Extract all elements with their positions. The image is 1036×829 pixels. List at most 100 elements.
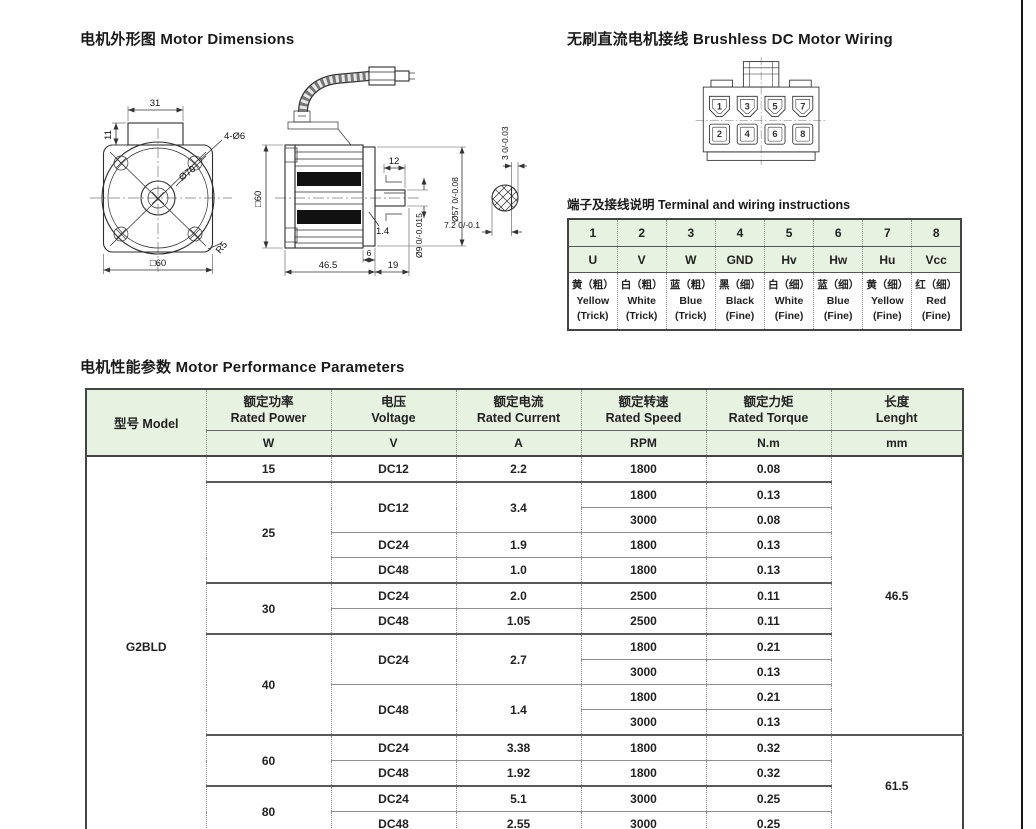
rib-band-upper bbox=[297, 172, 361, 186]
wire-color-cn: 白（粗） bbox=[620, 278, 663, 291]
cell-current: 3.38 bbox=[455, 734, 581, 761]
section-title-performance: 电机性能参数 Motor Performance Parameters bbox=[80, 359, 405, 376]
table-row: 3000 0.08 bbox=[86, 507, 963, 533]
cell-torque: 0.13 bbox=[705, 481, 831, 508]
header-voltage: 电压 Voltage bbox=[330, 389, 456, 431]
signal-cell: Hu bbox=[862, 246, 912, 273]
flange-outline bbox=[102, 144, 214, 253]
cell-speed: 1800 bbox=[580, 557, 706, 583]
unit-speed: RPM bbox=[580, 430, 706, 456]
section-title-motor-dimensions: 电机外形图 Motor Dimensions bbox=[80, 31, 295, 48]
header-cn: 电压 bbox=[380, 394, 406, 409]
wire-gauge: (Fine) bbox=[725, 309, 755, 322]
cell-length: 61.5 bbox=[830, 734, 963, 829]
cell-power: 60 bbox=[205, 734, 331, 786]
cell-torque: 0.08 bbox=[705, 507, 831, 533]
cell-speed: 1800 bbox=[580, 633, 706, 660]
cell-speed: 1800 bbox=[580, 455, 706, 482]
cell-speed: 1800 bbox=[580, 760, 706, 786]
wire-color-en: Black bbox=[725, 294, 754, 307]
cell-power: 30 bbox=[205, 582, 331, 634]
cell-voltage: DC24 bbox=[330, 633, 456, 685]
cell-voltage: DC24 bbox=[330, 532, 456, 558]
front-plate bbox=[362, 146, 376, 247]
pin-8-label: 8 bbox=[800, 129, 805, 139]
cell-speed: 3000 bbox=[580, 785, 706, 812]
terminal-instructions-label: 端子及接线说明 Terminal and wiring instructions bbox=[567, 198, 851, 212]
pin-cell: 2 bbox=[616, 219, 667, 247]
cell-current: 1.4 bbox=[455, 684, 581, 735]
connector-pin-numbers: 1 3 5 7 2 4 6 8 bbox=[717, 101, 805, 139]
cell-current: 2.2 bbox=[455, 455, 581, 482]
header-en: Rated Torque bbox=[728, 411, 809, 425]
pin-cell: 8 bbox=[911, 219, 961, 247]
cell-speed: 1800 bbox=[580, 734, 706, 761]
table-row: DC48 2.55 3000 0.25 bbox=[86, 811, 963, 829]
motor-body-circle bbox=[101, 141, 215, 255]
signal-cell: Vcc bbox=[911, 246, 961, 273]
cell-length: 46.5 bbox=[830, 455, 963, 735]
wiring-color-row: 黄（粗）Yellow(Trick) 白（粗） White (Trick) 蓝（粗）B… bbox=[568, 272, 961, 330]
cell-torque: 0.25 bbox=[705, 811, 831, 829]
unit-voltage: V bbox=[330, 430, 456, 456]
pin-3-label: 3 bbox=[745, 101, 750, 111]
cell-torque: 0.08 bbox=[705, 455, 831, 482]
wire-cell: 蓝（粗）Blue(Trick) bbox=[665, 272, 716, 330]
shaft bbox=[374, 175, 406, 221]
table-row: DC24 1.9 1800 0.13 bbox=[86, 532, 963, 558]
wire-gauge: (Fine) bbox=[921, 309, 951, 322]
wire-color-en: Red bbox=[926, 294, 947, 307]
cell-voltage: DC24 bbox=[330, 785, 456, 812]
cell-current: 1.92 bbox=[455, 760, 581, 786]
header-model: 型号 Model bbox=[86, 389, 206, 456]
dim-flat-width: 7.2 0/-0.1 bbox=[444, 220, 480, 230]
cell-current: 2.0 bbox=[455, 582, 581, 609]
cell-torque: 0.32 bbox=[705, 734, 831, 761]
wire-gauge: (Trick) bbox=[675, 309, 707, 322]
cell-power: 25 bbox=[205, 481, 331, 583]
cell-voltage: DC48 bbox=[330, 811, 456, 829]
cell-voltage: DC12 bbox=[330, 455, 456, 482]
table-row: DC48 1.92 1800 0.32 bbox=[86, 760, 963, 786]
dim-front-width: 31 bbox=[150, 98, 161, 109]
cell-current: 2.55 bbox=[455, 811, 581, 829]
cell-voltage: DC48 bbox=[330, 760, 456, 786]
dim-corner-radius: R5 bbox=[214, 240, 230, 256]
pin-1-label: 1 bbox=[717, 101, 722, 111]
motor-dimensions-drawing: 31 11 4-Ø6 Ø70 □60 R5 bbox=[90, 66, 527, 276]
cell-torque: 0.25 bbox=[705, 785, 831, 812]
connector-diagram: 1 3 5 7 2 4 6 8 bbox=[695, 57, 828, 165]
cell-torque: 0.11 bbox=[705, 582, 831, 609]
table-row: 25 DC12 3.4 1800 0.13 bbox=[86, 481, 963, 583]
wire-gauge: (Fine) bbox=[823, 309, 853, 322]
table-row: DC48 1.0 1800 0.13 bbox=[86, 557, 963, 583]
wire-cell: 黄（粗）Yellow(Trick) bbox=[568, 272, 618, 330]
header-cn: 额定力矩 bbox=[743, 394, 794, 409]
wire-cell: 白（细）White(Fine) bbox=[763, 272, 814, 330]
signal-cell: U bbox=[568, 246, 618, 273]
rib-band-lower bbox=[297, 210, 361, 224]
wire-cell: 白（粗）White(Trick) bbox=[616, 272, 667, 330]
dim-shaft-diameter: Ø9 0/-0.015 bbox=[414, 213, 424, 258]
cell-voltage: DC48 bbox=[330, 557, 456, 583]
wire-color-en: White bbox=[627, 294, 656, 307]
cell-current: 3.4 bbox=[455, 481, 581, 533]
signal-cell: W bbox=[665, 246, 716, 273]
cell-speed: 2500 bbox=[580, 582, 706, 609]
signal-cell: V bbox=[616, 246, 667, 273]
unit-current: A bbox=[455, 430, 581, 456]
shaft-boss-circle bbox=[140, 180, 176, 216]
wire-color-cn: 红（细） bbox=[915, 278, 958, 291]
table-row: 40 DC24 2.7 1800 0.21 bbox=[86, 633, 963, 735]
wire-cell: 红（细） Red (Fine) bbox=[911, 272, 961, 330]
cell-voltage: DC24 bbox=[330, 582, 456, 609]
dim-mounting-holes: 4-Ø6 bbox=[224, 131, 245, 142]
header-en: Rated Speed bbox=[605, 411, 682, 425]
pin-cell: 4 bbox=[714, 219, 765, 247]
header-en: Voltage bbox=[371, 411, 416, 425]
dim-flat-depth: 3 0/-0.03 bbox=[500, 126, 510, 160]
